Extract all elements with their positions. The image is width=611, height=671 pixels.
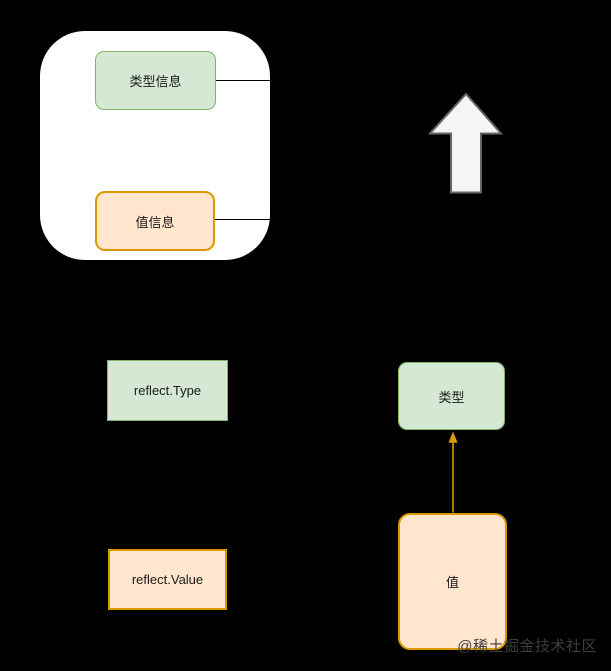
watermark: @稀土掘金技术社区 xyxy=(457,638,597,655)
node-type-label: 类型 xyxy=(438,389,465,405)
up-arrow-icon xyxy=(427,92,504,194)
value-to-type-arrowhead-icon xyxy=(448,431,458,443)
value-to-type-arrow xyxy=(448,431,458,513)
node-value: 值 xyxy=(398,513,507,650)
node-type-info: 类型信息 xyxy=(95,51,216,110)
node-reflect-type: reflect.Type xyxy=(107,360,228,421)
node-value-info: 值信息 xyxy=(95,191,215,251)
node-type-info-label: 类型信息 xyxy=(129,74,182,89)
connector-value-info xyxy=(215,219,270,220)
node-reflect-value: reflect.Value xyxy=(108,549,227,610)
node-reflect-type-label: reflect.Type xyxy=(133,383,202,398)
node-reflect-value-label: reflect.Value xyxy=(131,572,204,587)
node-type: 类型 xyxy=(398,362,505,430)
struct-container: 类型信息 值信息 xyxy=(40,31,270,260)
node-value-label: 值 xyxy=(445,575,459,590)
connector-type-info xyxy=(216,80,270,81)
node-value-info-label: 值信息 xyxy=(135,214,175,230)
